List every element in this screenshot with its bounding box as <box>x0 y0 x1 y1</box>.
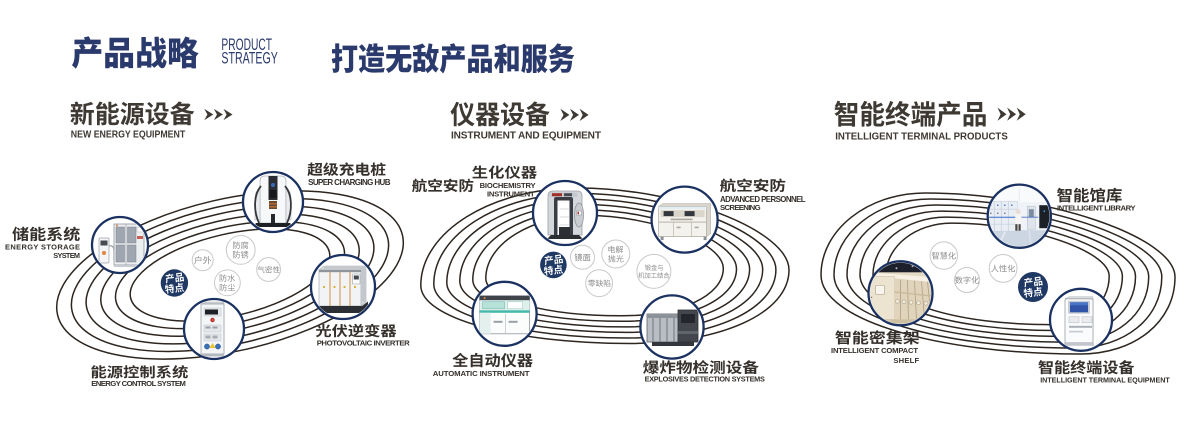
svg-text:INSTRUMENT: INSTRUMENT <box>487 190 535 199</box>
svg-text:INTELLIGENT TERMINAL EQUIPMENT: INTELLIGENT TERMINAL EQUIPMENT <box>1040 375 1170 384</box>
svg-text:INTELLIGENT LIBRARY: INTELLIGENT LIBRARY <box>1057 203 1136 212</box>
svg-text:INTELLIGENT TERMINAL PRODUCTS: INTELLIGENT TERMINAL PRODUCTS <box>835 132 1008 143</box>
svg-text:SHELF: SHELF <box>893 356 919 365</box>
svg-text:SYSTEM: SYSTEM <box>53 251 80 260</box>
svg-text:ENERGY CONTROL SYSTEM: ENERGY CONTROL SYSTEM <box>91 379 186 388</box>
svg-text:BIOCHEMISTRY: BIOCHEMISTRY <box>480 181 536 190</box>
svg-text:PHOTOVOLTAIC INVERTER: PHOTOVOLTAIC INVERTER <box>317 339 410 348</box>
svg-text:INTELLIGENT COMPACT: INTELLIGENT COMPACT <box>831 346 918 355</box>
svg-text:ENERGY STORAGE: ENERGY STORAGE <box>5 243 80 252</box>
svg-text:SCREENING: SCREENING <box>720 203 761 212</box>
svg-text:SUPER CHARGING HUB: SUPER CHARGING HUB <box>308 178 391 187</box>
svg-text:EXPLOSIVES DETECTION SYSTEMS: EXPLOSIVES DETECTION SYSTEMS <box>645 375 765 384</box>
svg-text:NEW ENERGY EQUIPMENT: NEW ENERGY EQUIPMENT <box>71 130 186 141</box>
svg-text:INSTRUMENT AND EQUIPMENT: INSTRUMENT AND EQUIPMENT <box>451 131 602 142</box>
svg-text:STRATEGY: STRATEGY <box>221 49 277 67</box>
svg-text:PRODUCT: PRODUCT <box>221 36 272 54</box>
svg-text:AUTOMATIC INSTRUMENT: AUTOMATIC INSTRUMENT <box>433 369 530 378</box>
svg-text:ADVANCED PERSONNEL: ADVANCED PERSONNEL <box>720 195 806 204</box>
